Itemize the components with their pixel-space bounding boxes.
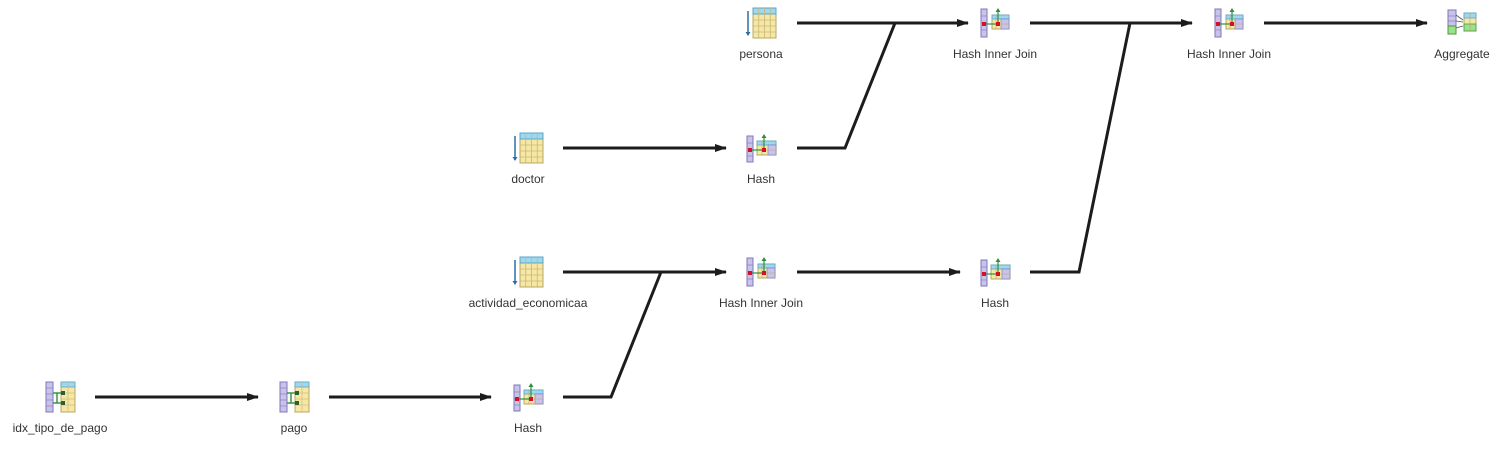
node-hash-pago[interactable]: Hash	[453, 381, 603, 436]
hash-icon	[980, 258, 1011, 287]
edge-hashright-to-join2	[1030, 22, 1132, 274]
node-label: Hash	[513, 421, 542, 435]
node-label: Hash	[746, 172, 775, 186]
seq-scan-icon	[745, 7, 777, 39]
node-hash-doctor[interactable]: Hash	[686, 132, 836, 187]
node-label: persona	[739, 47, 783, 61]
hash-icon	[746, 134, 777, 163]
index-scan-icon	[279, 381, 310, 413]
node-aggregate[interactable]: Aggregate	[1387, 7, 1491, 62]
node-label: doctor	[511, 172, 545, 186]
node-actividad[interactable]: actividad_economicaa	[453, 256, 603, 311]
node-label: Hash Inner Join	[952, 47, 1038, 61]
node-label: idx_tipo_de_pago	[12, 421, 108, 435]
node-label: Hash Inner Join	[1186, 47, 1272, 61]
node-label: Hash Inner Join	[718, 296, 804, 310]
node-label: pago	[280, 421, 308, 435]
edge-hashdoctor-to-join1	[797, 22, 897, 150]
aggregate-icon	[1447, 9, 1477, 35]
index-scan-icon	[45, 381, 76, 413]
node-doctor[interactable]: doctor	[453, 132, 603, 187]
hash-icon	[513, 383, 544, 412]
hash-join-icon	[1214, 8, 1244, 38]
node-hash-right[interactable]: Hash	[920, 256, 1070, 311]
hash-join-icon	[746, 257, 776, 287]
node-pago[interactable]: pago	[219, 381, 369, 436]
node-label: Hash	[980, 296, 1009, 310]
edge-hashpago-to-join3	[563, 271, 663, 399]
seq-scan-icon	[512, 256, 544, 288]
node-idx-tipo-de-pago[interactable]: idx_tipo_de_pago	[0, 381, 135, 436]
seq-scan-icon	[512, 132, 544, 164]
node-label: actividad_economicaa	[468, 296, 588, 310]
node-persona[interactable]: persona	[686, 7, 836, 62]
node-hash-join-3[interactable]: Hash Inner Join	[686, 256, 836, 311]
node-hash-join-1[interactable]: Hash Inner Join	[920, 7, 1070, 62]
hash-join-icon	[980, 8, 1010, 38]
node-hash-join-2[interactable]: Hash Inner Join	[1154, 7, 1304, 62]
node-label: Aggregate	[1434, 47, 1490, 61]
